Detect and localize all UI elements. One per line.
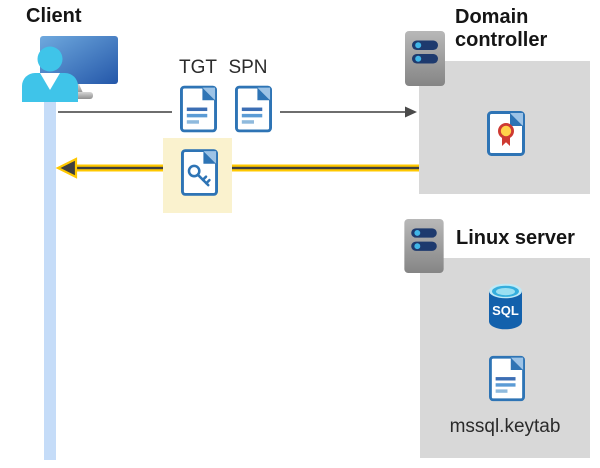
- certificate-icon: [487, 111, 525, 156]
- spn-label: SPN: [228, 57, 268, 78]
- keytab-document-icon: [489, 355, 525, 402]
- linux-server-server-icon: [403, 218, 445, 274]
- ticket-return-arrow: [55, 157, 419, 179]
- domain-controller-server-icon: [404, 30, 446, 87]
- client-timeline-bar: [44, 98, 56, 460]
- keytab-filename-label: mssql.keytab: [449, 416, 561, 437]
- sql-database-icon: SQL: [489, 283, 522, 330]
- client-user-computer-icon: [22, 36, 118, 102]
- spn-document-icon: [235, 85, 272, 133]
- domain-controller-title: Domain controller: [455, 6, 548, 51]
- linux-server-title: Linux server: [456, 227, 575, 249]
- person-icon: [22, 46, 78, 102]
- client-title: Client: [26, 5, 82, 27]
- request-arrow: [58, 106, 417, 118]
- sql-icon-text: SQL: [492, 303, 519, 318]
- key-icon: [187, 164, 211, 187]
- tgt-document-icon: [180, 85, 217, 133]
- monitor-icon: [40, 36, 118, 84]
- key-document-icon: [181, 149, 218, 196]
- request-arrowhead-icon: [405, 106, 417, 118]
- tgt-label: TGT: [179, 57, 217, 78]
- ticket-return-arrowhead-icon: [55, 157, 78, 179]
